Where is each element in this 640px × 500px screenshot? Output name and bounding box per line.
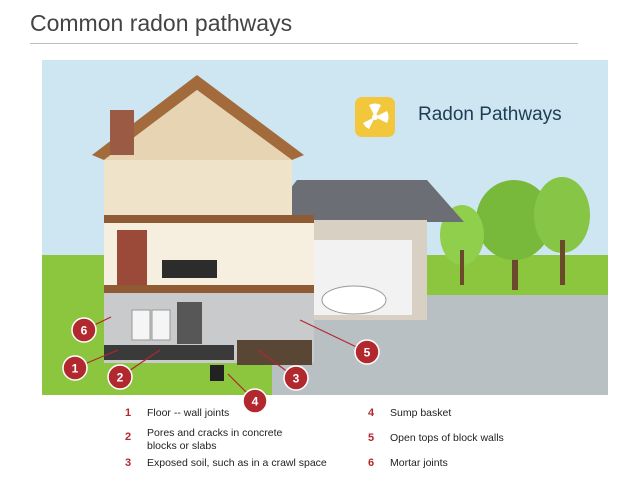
legend-text: Floor -- wall joints	[147, 407, 230, 419]
badge-title: Radon Pathways	[418, 104, 562, 125]
radon-badge	[355, 97, 395, 137]
upper-floor	[104, 160, 292, 220]
legend-text: Open tops of block walls	[390, 432, 504, 444]
attic-truss	[104, 90, 292, 160]
sofa	[162, 260, 217, 278]
legend-number: 5	[368, 432, 375, 444]
upper-floor-joist	[104, 215, 314, 223]
basement-floor	[104, 345, 234, 360]
dryer	[151, 309, 171, 341]
legend: 1 Floor -- wall joints 2 Pores and crack…	[125, 400, 605, 480]
legend-number: 1	[125, 407, 132, 419]
radiation-icon	[363, 103, 389, 129]
legend-text: Pores and cracks in concrete blocks or s…	[147, 427, 283, 452]
furnace	[177, 302, 202, 344]
title-divider	[30, 43, 578, 44]
page-title: Common radon pathways	[30, 10, 293, 36]
legend-number: 4	[368, 407, 375, 419]
legend-number: 6	[368, 457, 375, 469]
garage-roof	[264, 180, 464, 222]
fireplace-wall	[117, 230, 147, 285]
crawl-space	[237, 340, 312, 365]
legend-text: Exposed soil, such as in a crawl space	[147, 457, 327, 469]
washer	[131, 309, 151, 341]
sump-basket	[210, 365, 224, 381]
car	[321, 285, 387, 315]
legend-number: 2	[125, 431, 132, 443]
legend-text: Mortar joints	[390, 457, 448, 469]
legend-number: 3	[125, 457, 132, 469]
chimney	[110, 110, 134, 155]
legend-text: Sump basket	[390, 407, 452, 419]
main-floor-joist	[104, 285, 314, 293]
